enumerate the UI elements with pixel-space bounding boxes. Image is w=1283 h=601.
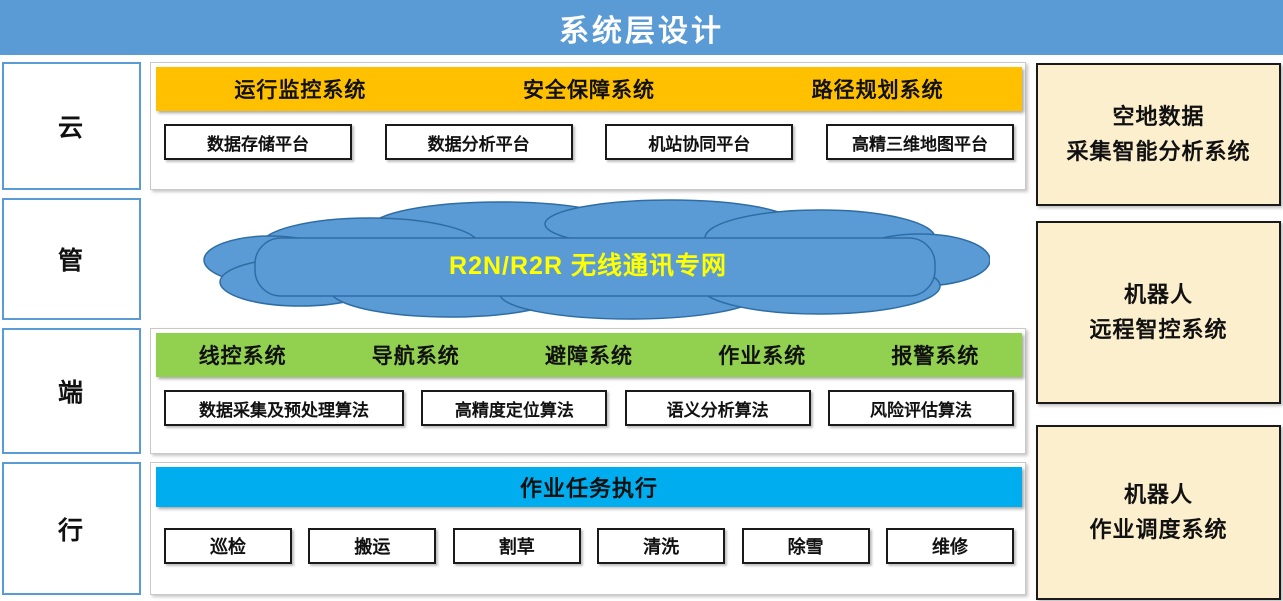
algorithm-semantic-analysis[interactable]: 语义分析算法 (624, 390, 811, 426)
layer-label-edge[interactable]: 端 (2, 328, 141, 454)
execution-layer-title: 作业任务执行 (519, 476, 658, 501)
layer-label-pipe-text: 管 (57, 247, 85, 275)
cloud-system-safety[interactable]: 安全保障系统 (523, 79, 655, 102)
wireless-network-cloud-icon (203, 199, 990, 320)
platform-data-storage[interactable]: 数据存储平台 (164, 124, 352, 160)
edge-system-obstacle-avoidance[interactable]: 避障系统 (545, 345, 633, 368)
subsystem-robot-remote-control[interactable]: 机器人 远程智控系统 (1036, 221, 1281, 404)
edge-system-drive-by-wire[interactable]: 线控系统 (198, 345, 287, 368)
subsystem-air-ground-line-2: 采集智能分析系统 (1066, 138, 1251, 164)
layer-label-cloud[interactable]: 云 (2, 62, 141, 190)
subsystem-scheduling-line-2: 作业调度系统 (1089, 516, 1228, 542)
edge-system-alarm[interactable]: 报警系统 (891, 345, 980, 368)
platform-station-collaboration[interactable]: 机站协同平台 (605, 124, 794, 160)
algorithm-data-collection-preprocessing[interactable]: 数据采集及预处理算法 (164, 390, 404, 426)
algorithm-risk-assessment[interactable]: 风险评估算法 (827, 390, 1014, 426)
edge-layer-panel: 线控系统 导航系统 避障系统 作业系统 报警系统 数据采集及预处理算法 高精度定… (150, 328, 1026, 454)
execution-layer-title-band: 作业任务执行 (156, 467, 1022, 507)
layer-label-pipe[interactable]: 管 (2, 198, 141, 320)
subsystem-air-ground-line-1: 空地数据 (1112, 104, 1205, 130)
task-mowing[interactable]: 割草 (452, 528, 581, 564)
task-cleaning[interactable]: 清洗 (597, 528, 726, 564)
platform-hd-3d-map[interactable]: 高精三维地图平台 (825, 124, 1014, 160)
subsystems-column: 空地数据 采集智能分析系统 机器人 远程智控系统 机器人 作业调度系统 (1036, 58, 1281, 600)
edge-system-navigation[interactable]: 导航系统 (371, 345, 460, 368)
cloud-system-monitoring[interactable]: 运行监控系统 (234, 79, 367, 102)
network-layer-region: R2N/R2R 无线通讯专网 (150, 198, 1026, 320)
layer-label-execution[interactable]: 行 (2, 462, 141, 595)
subsystem-remote-line-2: 远程智控系统 (1089, 316, 1228, 342)
subsystem-remote-line-1: 机器人 (1123, 282, 1193, 308)
task-snow-removal[interactable]: 除雪 (741, 528, 870, 564)
execution-tasks-row: 巡检 搬运 割草 清洗 除雪 维修 (156, 525, 1022, 567)
layers-content-column: 运行监控系统 安全保障系统 路径规划系统 数据存储平台 数据分析平台 机站协同平… (150, 58, 1026, 599)
layer-label-execution-text: 行 (57, 516, 85, 545)
layer-label-column: 云 管 端 行 (2, 58, 141, 599)
subsystem-scheduling-line-1: 机器人 (1123, 482, 1193, 508)
layer-label-cloud-text: 云 (57, 114, 85, 142)
platform-data-analysis[interactable]: 数据分析平台 (384, 124, 573, 160)
edge-layer-algorithms-row: 数据采集及预处理算法 高精度定位算法 语义分析算法 风险评估算法 (156, 389, 1022, 427)
cloud-layer-platforms-row: 数据存储平台 数据分析平台 机站协同平台 高精三维地图平台 (156, 123, 1022, 161)
task-maintenance[interactable]: 维修 (885, 528, 1014, 564)
cloud-system-path-planning[interactable]: 路径规划系统 (811, 79, 944, 102)
edge-layer-systems-band: 线控系统 导航系统 避障系统 作业系统 报警系统 (156, 333, 1022, 377)
page-title: 系统层设计 (559, 14, 724, 48)
execution-layer-panel: 作业任务执行 巡检 搬运 割草 清洗 除雪 维修 (150, 462, 1026, 595)
subsystem-air-ground-data-analysis[interactable]: 空地数据 采集智能分析系统 (1036, 63, 1281, 206)
algorithm-high-precision-positioning[interactable]: 高精度定位算法 (421, 390, 608, 426)
cloud-layer-systems-band: 运行监控系统 安全保障系统 路径规划系统 (156, 67, 1022, 111)
subsystem-robot-task-scheduling[interactable]: 机器人 作业调度系统 (1036, 425, 1281, 600)
task-transport[interactable]: 搬运 (308, 528, 437, 564)
task-inspection[interactable]: 巡检 (164, 528, 292, 564)
edge-system-operation[interactable]: 作业系统 (718, 345, 807, 368)
cloud-layer-panel: 运行监控系统 安全保障系统 路径规划系统 数据存储平台 数据分析平台 机站协同平… (150, 62, 1026, 190)
layer-label-edge-text: 端 (57, 379, 85, 407)
page-header: 系统层设计 (0, 0, 1283, 55)
